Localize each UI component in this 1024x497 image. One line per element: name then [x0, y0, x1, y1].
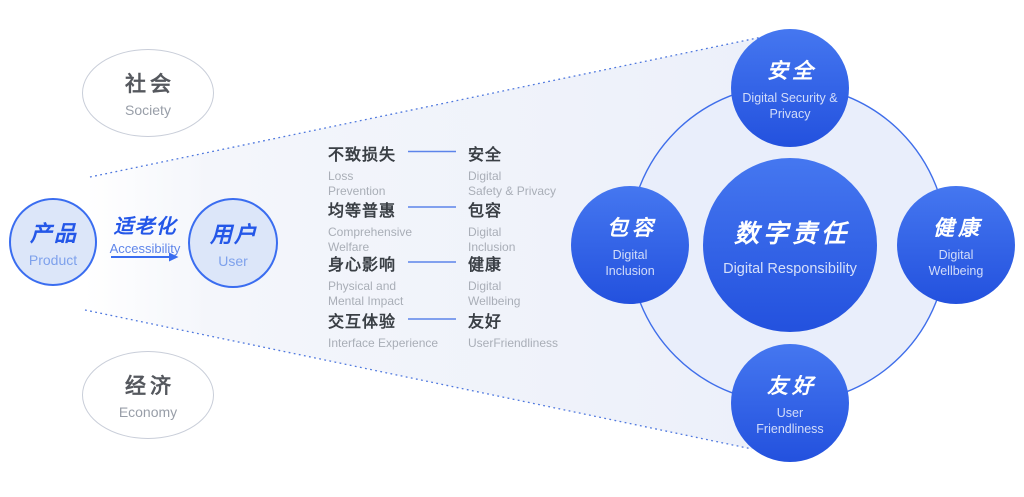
- security-en-line1: Digital Security &: [742, 90, 838, 105]
- product-label-zh: 产品: [29, 221, 78, 246]
- inclusion-en-line2: Inclusion: [605, 263, 655, 278]
- row1-left-en-line1: Loss: [328, 169, 354, 183]
- security-circle: 安全 Digital Security & Privacy: [731, 29, 849, 147]
- inclusion-circle: 包容 Digital Inclusion: [571, 186, 689, 304]
- user-label-en: User: [218, 253, 248, 269]
- friendliness-label-zh: 友好: [767, 374, 817, 398]
- inclusion-label-zh: 包容: [607, 216, 657, 240]
- digital-responsibility-circle: 数字责任 Digital Responsibility: [703, 158, 877, 332]
- row4-left-zh: 交互体验: [328, 314, 397, 331]
- row4-left-en: Interface Experience: [328, 336, 438, 351]
- inclusion-en-line1: Digital: [612, 247, 648, 262]
- security-label-zh: 安全: [767, 59, 817, 83]
- row1-left-zh: 不致损失: [328, 147, 397, 164]
- row2-left-zh: 均等普惠: [328, 203, 397, 220]
- row1-right-en-line2: Safety & Privacy: [468, 183, 557, 198]
- row1-right-en-line1: Digital: [468, 169, 502, 183]
- row4-right-en: UserFriendliness: [468, 336, 558, 351]
- mapping-row2-right: 包容 Digital Inclusion: [468, 197, 515, 254]
- center-label-en: Digital Responsibility: [723, 260, 857, 277]
- row4-right-zh: 友好: [468, 314, 503, 331]
- beam-bottom-dotted-line: [84, 309, 753, 450]
- row4-left-en-line1: Interface Experience: [328, 336, 439, 350]
- user-circle: 用户 User: [188, 198, 278, 288]
- product-label-en: Product: [28, 252, 78, 268]
- product-circle: 产品 Product: [9, 198, 97, 286]
- row2-left-en-line2: Welfare: [328, 239, 370, 254]
- row3-right-en: Digital Wellbeing: [468, 279, 520, 308]
- friendliness-en-line1: User: [776, 405, 804, 420]
- row3-right-en-line1: Digital: [468, 279, 502, 293]
- row2-right-en: Digital Inclusion: [468, 225, 515, 254]
- mapping-row1-left: 不致损失 Loss Prevention: [328, 141, 396, 198]
- wellbeing-circle: 健康 Digital Wellbeing: [897, 186, 1015, 304]
- friendliness-circle: 友好 User Friendliness: [731, 344, 849, 462]
- society-label-zh: 社会: [125, 73, 175, 96]
- row4-right-en-line1: UserFriendliness: [468, 336, 559, 350]
- row3-left-zh: 身心影响: [328, 257, 397, 274]
- inclusion-label-en: Digital Inclusion: [605, 247, 654, 279]
- mapping-row3-left: 身心影响 Physical and Mental Impact: [328, 251, 403, 308]
- mapping-row1-right: 安全 Digital Safety & Privacy: [468, 141, 556, 198]
- accessibility-label: 适老化 Accessibility: [97, 210, 193, 256]
- accessibility-label-zh: 适老化: [113, 216, 177, 238]
- wellbeing-label-en: Digital Wellbeing: [929, 247, 984, 279]
- mapping-row4-right: 友好 UserFriendliness: [468, 308, 558, 351]
- beam-shape: [85, 37, 776, 449]
- row3-left-en-line2: Mental Impact: [328, 293, 404, 308]
- mapping-row4-left: 交互体验 Interface Experience: [328, 308, 438, 351]
- row2-left-en-line1: Comprehensive: [328, 225, 413, 239]
- economy-label-en: Economy: [118, 404, 178, 420]
- mapping-row2-left: 均等普惠 Comprehensive Welfare: [328, 197, 412, 254]
- row2-right-zh: 包容: [468, 203, 503, 220]
- row3-right-zh: 健康: [468, 257, 503, 274]
- friendliness-label-en: User Friendliness: [756, 405, 823, 437]
- row3-right-en-line2: Wellbeing: [468, 293, 521, 308]
- row1-left-en: Loss Prevention: [328, 169, 396, 198]
- row2-right-en-line2: Inclusion: [468, 239, 516, 254]
- row1-right-zh: 安全: [468, 147, 503, 164]
- beam-top-dotted-line: [89, 36, 763, 178]
- mapping-row3-right: 健康 Digital Wellbeing: [468, 251, 520, 308]
- user-label-zh: 用户: [209, 222, 258, 247]
- row3-left-en: Physical and Mental Impact: [328, 279, 403, 308]
- center-label-zh: 数字责任: [733, 219, 850, 248]
- security-en-line2: Privacy: [769, 106, 811, 121]
- wellbeing-label-zh: 健康: [933, 216, 983, 240]
- accessibility-label-en: Accessibility: [109, 241, 181, 256]
- row1-right-en: Digital Safety & Privacy: [468, 169, 556, 198]
- row1-left-en-line2: Prevention: [328, 183, 386, 198]
- row2-left-en: Comprehensive Welfare: [328, 225, 412, 254]
- economy-ellipse: 经济 Economy: [82, 351, 214, 439]
- society-label-en: Society: [125, 102, 171, 118]
- economy-label-zh: 经济: [125, 375, 175, 398]
- row2-right-en-line1: Digital: [468, 225, 502, 239]
- wellbeing-en-line1: Digital: [938, 247, 974, 262]
- friendliness-en-line2: Friendliness: [756, 421, 824, 436]
- row3-left-en-line1: Physical and: [328, 279, 397, 293]
- security-label-en: Digital Security & Privacy: [742, 90, 837, 122]
- accessibility-arrow-head: [169, 252, 179, 262]
- wellbeing-en-line2: Wellbeing: [928, 263, 984, 278]
- society-ellipse: 社会 Society: [82, 49, 214, 137]
